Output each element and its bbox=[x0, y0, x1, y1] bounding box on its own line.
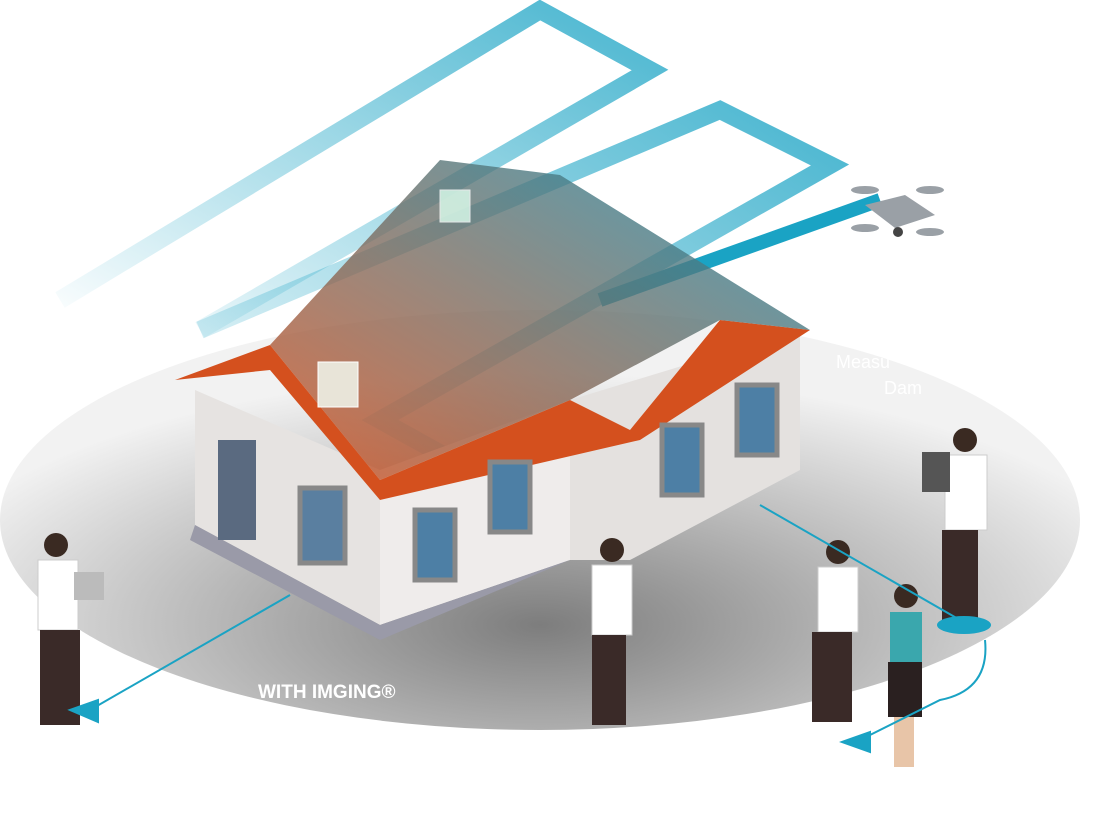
person-center-with-phone bbox=[591, 538, 633, 725]
feature-heading-fragment: A bbox=[840, 328, 853, 348]
measurement-label-fragment: Measu bbox=[836, 352, 891, 372]
damage-label-fragment: Dam bbox=[884, 378, 923, 398]
house bbox=[175, 160, 810, 640]
imging-caption-fragment: WITH IMGING® bbox=[258, 682, 396, 703]
people bbox=[37, 428, 991, 767]
drone-icon bbox=[851, 186, 944, 237]
connector-lines bbox=[67, 504, 987, 754]
person-right-with-laptop bbox=[922, 428, 991, 634]
person-handshake-woman bbox=[888, 584, 922, 767]
person-handshake-man bbox=[812, 540, 859, 722]
person-left-with-controller bbox=[37, 533, 104, 725]
